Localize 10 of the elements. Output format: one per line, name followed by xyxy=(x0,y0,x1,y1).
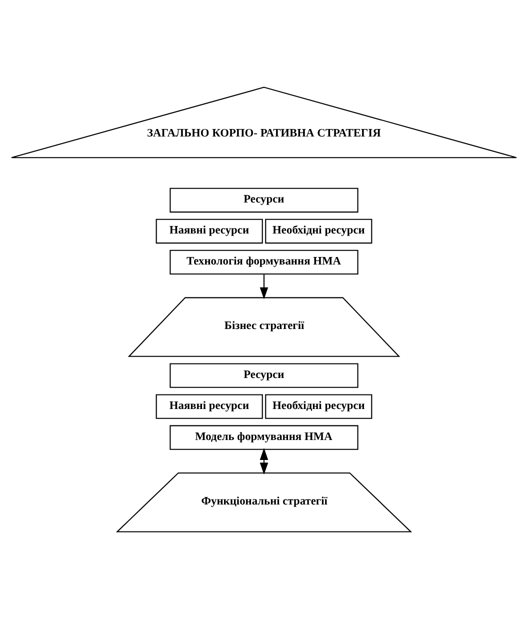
node-box: Ресурси xyxy=(170,362,358,388)
node-box: Наявні ресурси xyxy=(156,394,263,418)
node-box: Наявні ресурси xyxy=(156,218,263,244)
node-box: Технологія формування НМА xyxy=(170,249,358,274)
node-box: Необхідні ресурси xyxy=(265,394,372,418)
node-box: Модель формування НМА xyxy=(170,424,358,450)
arrow xyxy=(260,448,268,474)
node-box: Ресурси xyxy=(170,187,358,212)
node-box: Необхідні ресурси xyxy=(265,218,372,244)
arrow xyxy=(260,274,268,299)
